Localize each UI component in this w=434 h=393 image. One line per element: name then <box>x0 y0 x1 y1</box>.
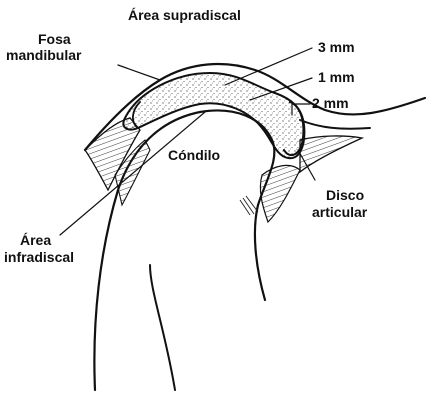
posterior-capsule <box>260 165 300 222</box>
label-fosa: Fosa <box>38 31 71 47</box>
label-mandibular: mandibular <box>6 47 82 63</box>
posterior-ligament <box>300 136 362 172</box>
label-2mm: 2 mm <box>312 95 349 111</box>
ramus-edge <box>150 265 175 390</box>
label-1mm: 1 mm <box>318 69 355 85</box>
label-area-supradiscal: Área supradiscal <box>128 7 241 23</box>
label-disco: Disco <box>326 187 364 203</box>
eminence-outline <box>300 120 370 129</box>
label-articular: articular <box>312 204 368 220</box>
label-infradiscal: infradiscal <box>4 249 74 265</box>
leader-fosa <box>118 65 160 80</box>
label-condilo: Cóndilo <box>168 147 220 163</box>
label-area: Área <box>20 232 51 248</box>
label-3mm: 3 mm <box>318 39 355 55</box>
lower-hatch <box>240 196 258 215</box>
